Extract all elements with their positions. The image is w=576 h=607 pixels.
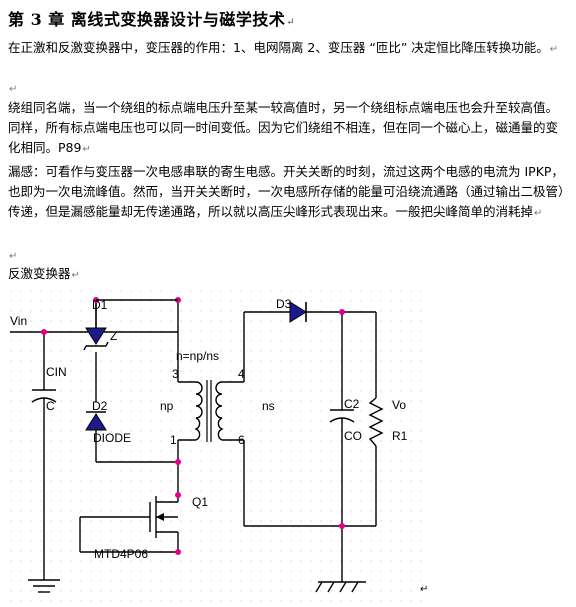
paragraph-mark: ↵	[9, 84, 18, 95]
paragraph-mark: ↵	[534, 208, 543, 219]
paragraph-leakage-inductance: 漏感：可看作与变压器一次电感串联的寄生电感。开关关断的时刻，流过这两个电感的电流…	[8, 164, 565, 219]
label-pin-6: 6	[238, 433, 245, 447]
circuit-wires	[10, 300, 384, 593]
label-d1: D1	[92, 298, 108, 312]
label-d2: D2	[92, 399, 108, 413]
label-pin-4: 4	[238, 367, 245, 381]
zener-d1	[83, 327, 109, 351]
diode-d2	[85, 411, 107, 431]
paragraph-mark: ↵	[9, 251, 18, 262]
label-q1: Q1	[192, 495, 208, 509]
label-turns-ratio: n=np/ns	[176, 349, 219, 363]
label-ns: ns	[262, 399, 275, 413]
chapter-title: 第 3 章 离线式变换器设计与磁学技术↵	[8, 10, 296, 29]
empty-line: ↵	[8, 78, 570, 100]
label-np: np	[160, 399, 174, 413]
paragraph-dot-convention: 绕组同名端，当一个绕组的标点端电压升至某一较高值时，另一个绕组标点端电压也会升至…	[8, 100, 559, 155]
label-d3: D3	[276, 297, 292, 311]
paragraph-mark: ↵	[82, 144, 91, 155]
label-c: C	[46, 399, 55, 413]
label-diode: DIODE	[93, 431, 131, 445]
paragraph-mark: ↵	[286, 17, 296, 28]
section-title: 反激变换器↵	[8, 266, 80, 281]
label-z: Z	[110, 329, 117, 343]
transformer-core	[206, 380, 212, 442]
label-co: CO	[344, 429, 362, 443]
label-pin-3: 3	[172, 367, 179, 381]
paragraph-mark: ↵	[71, 270, 80, 281]
label-pin-1: 1	[170, 433, 177, 447]
diode-d3	[289, 301, 307, 323]
label-cin: CIN	[46, 365, 67, 379]
paragraph-mark: ↵	[420, 584, 428, 595]
paragraph-transformer-role: 在正激和反激变换器中，变压器的作用：1、电网隔离 2、变压器 “匝比” 决定恒比…	[8, 40, 559, 55]
mosfet-arrow	[156, 513, 164, 521]
label-c2: C2	[344, 397, 360, 411]
label-vin: Vin	[10, 314, 27, 328]
paragraph-mark: ↵	[549, 44, 559, 55]
grid-background	[8, 290, 428, 602]
empty-line: ↵	[8, 245, 570, 267]
label-mosfet: MTD4P06	[94, 547, 148, 561]
junction-nodes	[41, 297, 345, 555]
flyback-circuit-diagram: Vin CIN C D1 Z D2 DIODE n=np/ns 3 4 1 6 …	[8, 290, 428, 602]
label-vo: Vo	[392, 398, 406, 412]
label-r1: R1	[392, 429, 408, 443]
